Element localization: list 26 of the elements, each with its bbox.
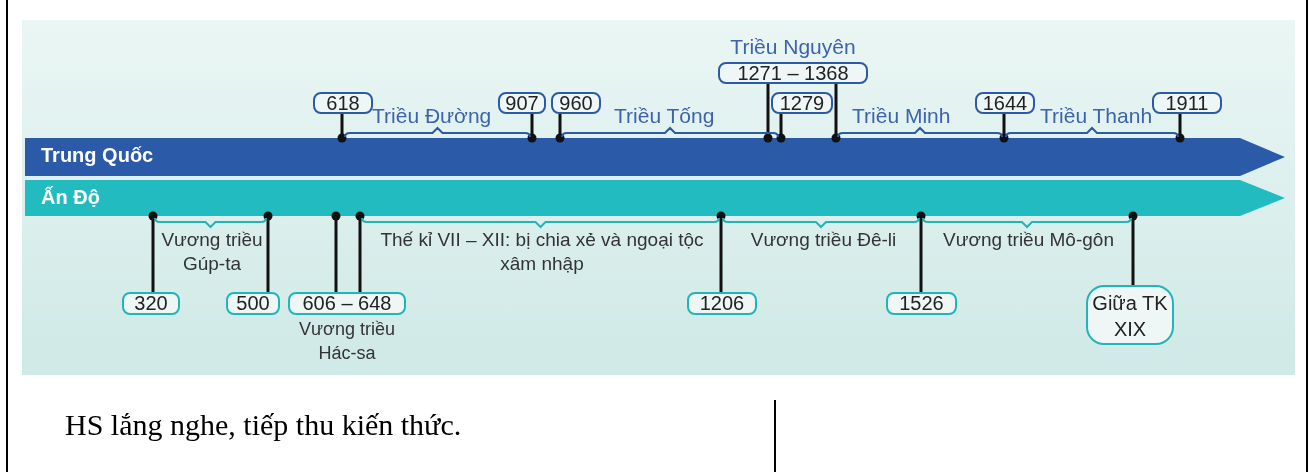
- dynasty-label: Triều Nguyên: [729, 34, 857, 60]
- band-label: Ấn Độ: [41, 186, 100, 209]
- year-tag: 907: [498, 92, 546, 114]
- year-tag: 618: [313, 92, 373, 114]
- year-tag: 1644: [975, 92, 1035, 114]
- year-tag: 1911: [1152, 92, 1222, 114]
- dynasty-caption: Vương triều Hác-sa: [298, 318, 396, 365]
- year-tag: 1279: [771, 92, 833, 114]
- dynasty-label: Triều Thanh: [1040, 104, 1153, 128]
- dynasty-label: Triều Đường: [372, 104, 492, 128]
- band-label: Trung Quốc: [41, 144, 154, 167]
- period-label: Vương triều Mô-gôn: [942, 228, 1115, 252]
- dynasty-label: Triều Minh: [852, 104, 951, 128]
- year-tag: 1526: [886, 292, 957, 315]
- period-label: Vương triều Đê-li: [749, 228, 898, 252]
- year-tag: 1271 – 1368: [718, 62, 868, 84]
- period-label: Vương triều Gúp-ta: [160, 228, 264, 276]
- year-tag: 1206: [687, 292, 757, 315]
- note-text: HS lắng nghe, tiếp thu kiến thức.: [65, 408, 462, 442]
- year-tag: 320: [122, 292, 180, 315]
- period-label: Thế kỉ VII – XII: bị chia xẻ và ngoại tộc xâm nhập: [379, 228, 705, 276]
- year-tag: 606 – 648: [288, 292, 406, 315]
- year-tag: 500: [226, 292, 280, 315]
- dynasty-label: Triều Tống: [614, 104, 715, 128]
- year-tag: Giữa TK XIX: [1086, 285, 1174, 345]
- year-tag: 960: [551, 92, 601, 114]
